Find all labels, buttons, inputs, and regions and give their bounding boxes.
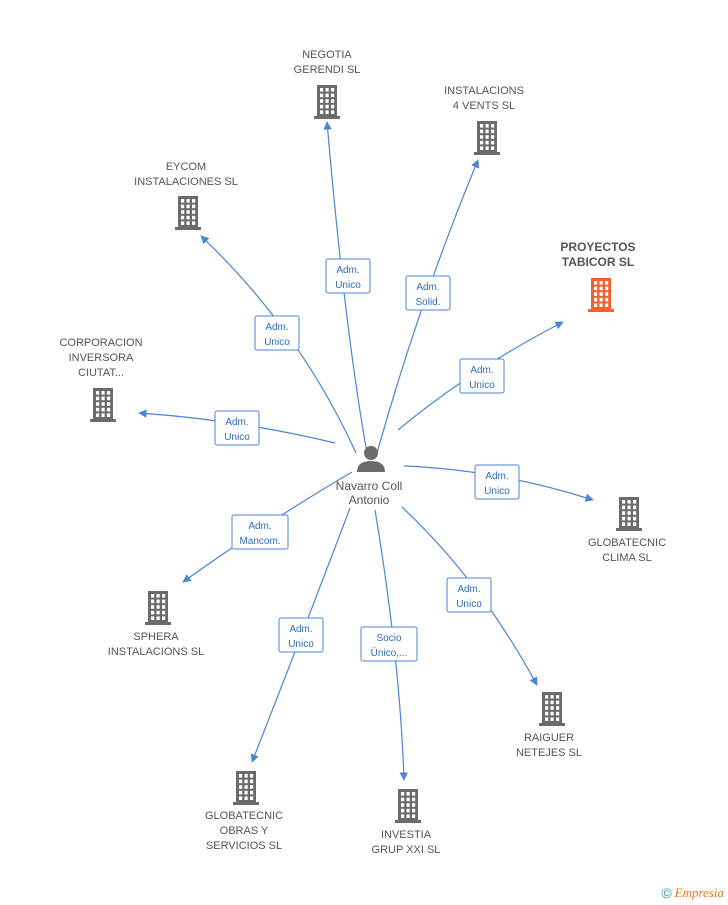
relation-label-proyectos[interactable]: Adm. Unico — [459, 358, 505, 394]
person-node[interactable]: Navarro Coll Antonio — [336, 446, 403, 507]
company-name: INSTALACIONS SL — [108, 646, 204, 658]
person-icon — [357, 446, 385, 472]
relation-label-negotia[interactable]: Adm. Unico — [325, 258, 371, 294]
company-node-negotia[interactable]: NEGOTIA GERENDI SL — [294, 49, 361, 119]
relation-label-eycom[interactable]: Adm. Unico — [254, 315, 300, 351]
relation-text: Unico — [264, 337, 290, 348]
building-icon — [395, 789, 421, 823]
relation-text: Único,... — [371, 646, 408, 659]
relation-label-sphera[interactable]: Adm. Mancom. — [231, 514, 289, 550]
company-name: CORPORACION — [59, 337, 142, 349]
company-name: INSTALACIONS — [444, 85, 524, 97]
relation-text: Unico — [469, 380, 495, 391]
company-name: GERENDI SL — [294, 64, 361, 76]
brand-logo: Empresia — [674, 885, 724, 900]
relation-label-investia[interactable]: SocioÚnico,... — [360, 626, 418, 662]
company-name: RAIGUER — [524, 732, 574, 744]
relation-text: Adm. — [336, 265, 359, 276]
company-name: SERVICIOS SL — [206, 840, 282, 852]
company-name: PROYECTOS — [560, 240, 635, 254]
company-node-raiguer[interactable]: RAIGUER NETEJES SL — [516, 692, 582, 759]
relation-text: Unico — [224, 432, 250, 443]
relation-label-globaclima[interactable]: Adm. Unico — [474, 464, 520, 500]
relation-text: Adm. — [470, 365, 493, 376]
building-icon — [474, 121, 500, 155]
company-node-globaobras[interactable]: GLOBATECNIC OBRAS Y SERVICIOS SL — [205, 771, 283, 852]
company-name: 4 VENTS SL — [453, 100, 515, 112]
relation-text: Adm. — [485, 471, 508, 482]
company-node-sphera[interactable]: SPHERA INSTALACIONS SL — [108, 591, 204, 658]
relation-text: Adm. — [225, 417, 248, 428]
building-icon — [539, 692, 565, 726]
relation-box — [446, 577, 492, 613]
relation-text: Socio — [376, 633, 401, 644]
relation-label-instalacions4[interactable]: Adm. Solid. — [405, 275, 451, 311]
copyright-icon: © — [661, 885, 672, 901]
company-name: INVERSORA — [69, 352, 134, 364]
relation-text: Adm. — [289, 624, 312, 635]
company-name: INSTALACIONES SL — [134, 176, 238, 188]
relation-box — [474, 464, 520, 500]
relation-text: Unico — [288, 639, 314, 650]
company-name: SPHERA — [133, 631, 179, 643]
company-name: OBRAS Y — [220, 825, 269, 837]
company-node-instalacions4[interactable]: INSTALACIONS 4 VENTS SL — [444, 85, 524, 155]
relation-label-corporacion[interactable]: Adm. Unico — [214, 410, 260, 446]
relation-box — [278, 617, 324, 653]
building-icon — [233, 771, 259, 805]
building-icon — [588, 278, 614, 312]
company-node-globaclima[interactable]: GLOBATECNIC CLIMA SL — [588, 497, 666, 564]
relation-label-globaobras[interactable]: Adm. Unico — [278, 617, 324, 653]
relation-box — [360, 626, 418, 662]
relation-box — [231, 514, 289, 550]
person-name-line2: Antonio — [349, 493, 390, 507]
edge-negotia — [323, 121, 368, 454]
company-node-investia[interactable]: INVESTIA GRUP XXI SL — [372, 789, 441, 856]
company-name: NEGOTIA — [302, 49, 352, 61]
company-name: EYCOM — [166, 161, 206, 173]
relation-text: Adm. — [248, 521, 271, 532]
relation-text: Mancom. — [239, 536, 280, 547]
company-name: GLOBATECNIC — [205, 810, 283, 822]
building-icon — [90, 388, 116, 422]
footer-brand[interactable]: © Empresia — [661, 885, 724, 901]
company-name: CIUTAT... — [78, 367, 124, 379]
relation-text: Unico — [484, 486, 510, 497]
building-icon — [145, 591, 171, 625]
relation-box — [459, 358, 505, 394]
relation-box — [254, 315, 300, 351]
company-name: TABICOR SL — [562, 255, 634, 269]
building-icon — [175, 196, 201, 230]
relation-text: Unico — [335, 280, 361, 291]
company-name: GLOBATECNIC — [588, 537, 666, 549]
relation-text: Adm. — [265, 322, 288, 333]
company-node-corporacion[interactable]: CORPORACION INVERSORA CIUTAT... — [59, 337, 143, 422]
company-name: INVESTIA — [381, 829, 432, 841]
relation-box — [325, 258, 371, 294]
company-name: NETEJES SL — [516, 747, 582, 759]
relation-label-raiguer[interactable]: Adm. Unico — [446, 577, 492, 613]
company-name: GRUP XXI SL — [372, 844, 441, 856]
company-name: CLIMA SL — [602, 552, 652, 564]
nodes-layer: NEGOTIA GERENDI SL INSTALACIONS 4 VENTS SL E… — [59, 49, 666, 856]
relation-text: Unico — [456, 599, 482, 610]
person-name-line1: Navarro Coll — [336, 479, 403, 493]
relation-box — [405, 275, 451, 311]
building-icon — [314, 85, 340, 119]
relation-text: Solid. — [415, 297, 440, 308]
relation-box — [214, 410, 260, 446]
relation-text: Adm. — [457, 584, 480, 595]
building-icon — [616, 497, 642, 531]
company-node-eycom[interactable]: EYCOM INSTALACIONES SL — [134, 161, 238, 230]
relation-text: Adm. — [416, 282, 439, 293]
